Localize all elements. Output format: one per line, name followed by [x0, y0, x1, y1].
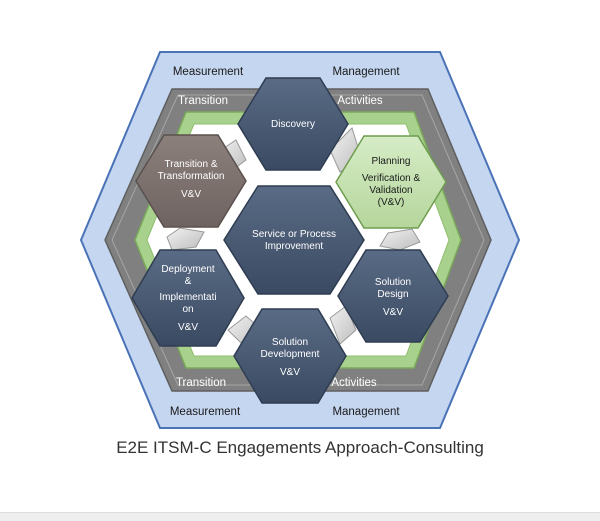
hex-planning: Planning Verification & Validation (V&V): [335, 135, 447, 229]
hex-center-line2: Improvement: [265, 241, 324, 252]
hex-solution-design-line1: Solution: [375, 277, 411, 288]
diagram-caption: E2E ITSM-C Engagements Approach-Consulti…: [116, 438, 484, 457]
middle-label-top-right: Activities: [337, 95, 383, 107]
hex-deployment-line3: Implementati: [159, 292, 216, 303]
hex-transition-line1: Transition &: [165, 159, 218, 170]
hex-transition-line3: V&V: [181, 189, 201, 200]
hex-solution-design: Solution Design V&V: [337, 249, 449, 343]
outer-label-bottom-left: Measurement: [170, 406, 241, 418]
hex-center-line1: Service or Process: [252, 229, 336, 240]
hex-solution-development-line1: Solution: [272, 337, 308, 348]
hex-planning-line1: Planning: [372, 156, 411, 167]
outer-label-top-right: Management: [332, 66, 400, 78]
hex-deployment-line4: on: [182, 304, 193, 315]
connector-right: [379, 228, 421, 251]
hex-planning-line2: Verification &: [362, 173, 421, 184]
hex-solution-design-line2: Design: [377, 289, 408, 300]
transition-ring-inner-edge: [111, 94, 485, 386]
hex-transition-line2: Transformation: [158, 171, 225, 182]
hex-center: Service or Process Improvement: [223, 185, 365, 295]
hex-transition: Transition & Transformation V&V: [135, 134, 247, 228]
middle-label-bottom-left: Transition: [176, 377, 226, 389]
middle-label-top-left: Transition: [178, 95, 228, 107]
hex-planning-line4: (V&V): [378, 197, 405, 208]
hex-deployment-line5: V&V: [178, 322, 198, 333]
middle-label-bottom-right: Activities: [331, 377, 377, 389]
footer-bar: [0, 512, 600, 521]
hex-solution-development-line3: V&V: [280, 367, 300, 378]
connector-left: [166, 227, 205, 251]
hex-planning-line3: Validation: [369, 185, 412, 196]
hex-solution-design-line3: V&V: [383, 307, 403, 318]
outer-label-top-left: Measurement: [173, 66, 244, 78]
hex-discovery: Discovery: [237, 77, 349, 171]
hex-deployment-line2: &: [185, 276, 192, 287]
hex-solution-development-line2: Development: [261, 349, 320, 360]
hex-deployment-line1: Deployment: [161, 264, 215, 275]
hex-discovery-line1: Discovery: [271, 119, 315, 130]
hex-deployment: Deployment & Implementati on V&V: [131, 249, 245, 347]
hex-solution-development: Solution Development V&V: [233, 308, 347, 404]
outer-label-bottom-right: Management: [332, 406, 400, 418]
